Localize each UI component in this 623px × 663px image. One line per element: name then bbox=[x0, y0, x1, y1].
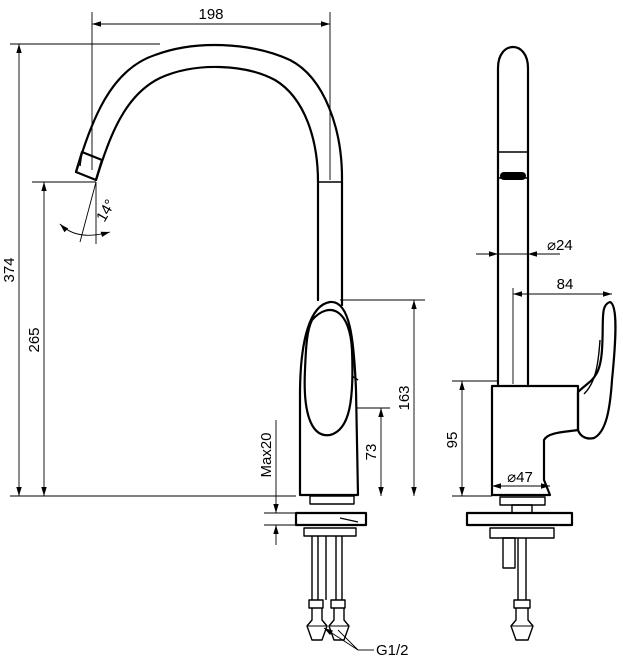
label-body-height: 95 bbox=[444, 432, 461, 449]
label-base-diameter: ⌀47 bbox=[507, 469, 533, 486]
label-mid-height: 73 bbox=[363, 444, 380, 461]
aerator-tip bbox=[74, 150, 104, 182]
label-spout-angle: 14° bbox=[93, 197, 119, 225]
base-ring bbox=[309, 495, 355, 505]
label-deck-max: Max20 bbox=[258, 432, 275, 477]
front-hoses bbox=[303, 527, 357, 641]
spout-inner bbox=[94, 65, 320, 184]
riser-column bbox=[316, 176, 344, 307]
lever-handle bbox=[303, 309, 354, 437]
spout-outer bbox=[74, 43, 344, 180]
side-hoses bbox=[502, 537, 534, 641]
label-handle-reach: 84 bbox=[557, 276, 574, 293]
label-spout-reach: 198 bbox=[198, 6, 223, 23]
base-plate bbox=[294, 511, 368, 527]
side-lever bbox=[576, 300, 617, 440]
label-lever-height: 163 bbox=[396, 385, 413, 410]
side-body bbox=[490, 384, 580, 497]
label-connection: G1/2 bbox=[376, 642, 409, 659]
label-spout-diameter: ⌀24 bbox=[547, 237, 573, 254]
dimension-labels: 198 374 265 14° 163 73 Max20 G1/2 ⌀24 84… bbox=[1, 6, 573, 659]
side-spout bbox=[496, 45, 530, 386]
front-view bbox=[74, 43, 368, 641]
side-view bbox=[465, 45, 617, 641]
label-spout-height: 265 bbox=[26, 327, 43, 352]
faucet-body bbox=[298, 300, 360, 497]
side-base-plate bbox=[465, 511, 574, 527]
label-total-height: 374 bbox=[1, 257, 18, 282]
dimension-lines bbox=[10, 12, 612, 651]
